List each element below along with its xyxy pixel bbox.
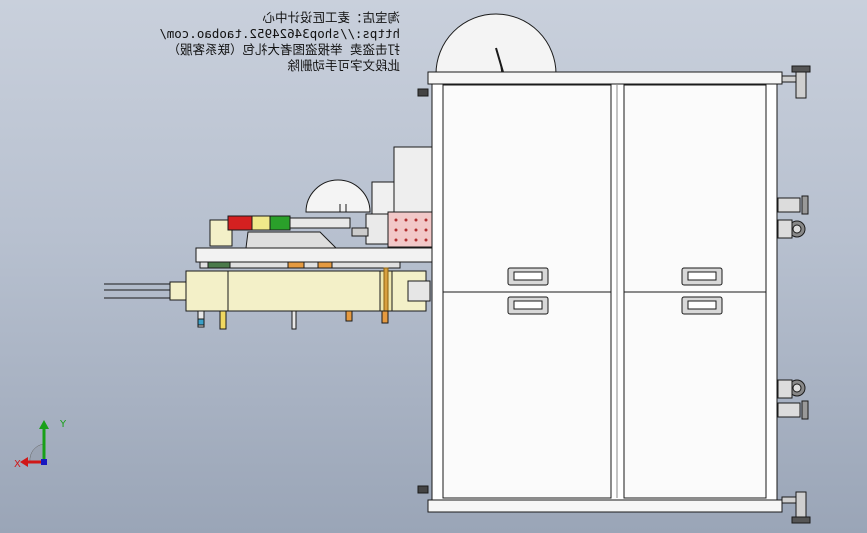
signal-light-green (269, 215, 291, 231)
leveling-feet-right (781, 65, 811, 524)
left-bolts (417, 88, 429, 494)
z-axis-marker (41, 459, 47, 465)
casters-right (777, 195, 809, 420)
side-mechanism (104, 146, 433, 330)
cabinet (427, 71, 783, 513)
top-reel (435, 13, 557, 75)
coordinate-triad: Y X (14, 419, 67, 470)
door-handles (507, 267, 723, 315)
y-axis-label: Y (59, 419, 67, 430)
signal-light-red (227, 215, 253, 231)
x-axis-label: X (14, 459, 21, 470)
signal-light-yellow (251, 215, 271, 231)
